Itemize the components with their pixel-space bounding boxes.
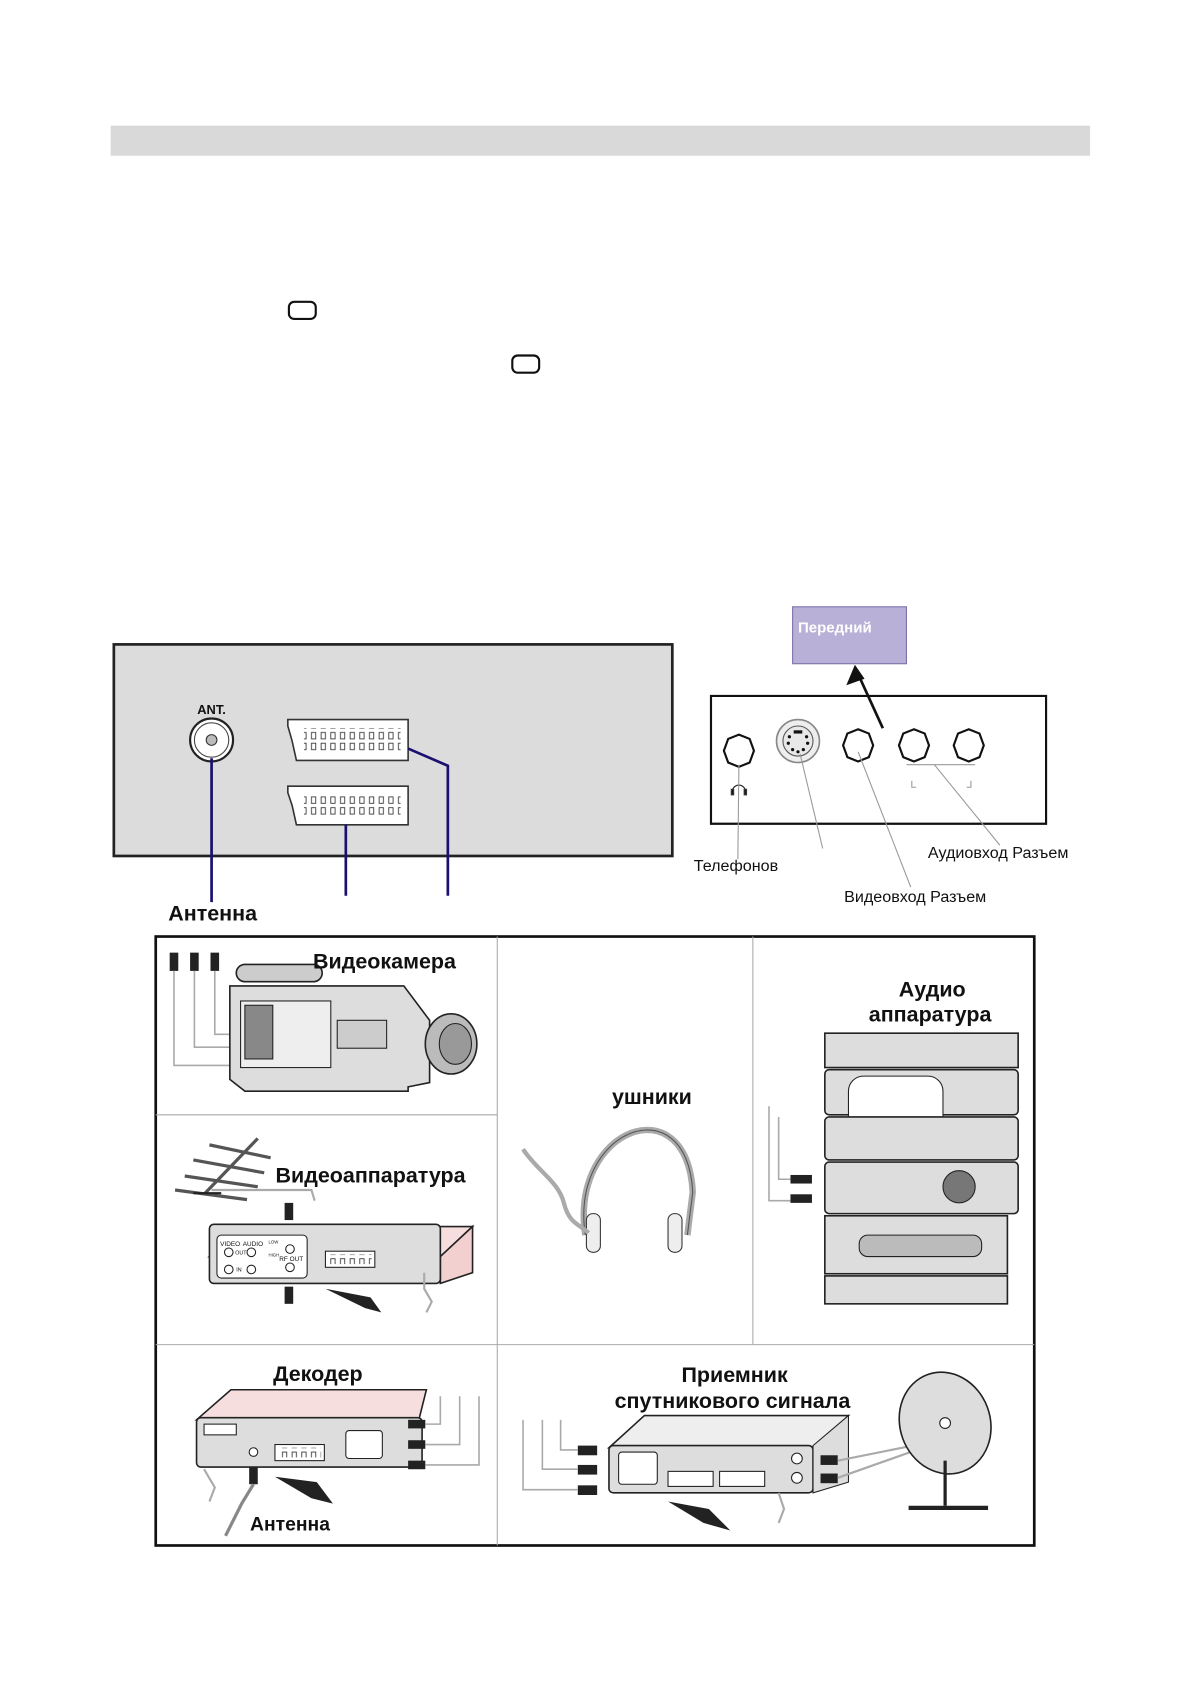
rear-panel-diagram: ANT. Антенна — [112, 643, 674, 925]
decoder-label: Декодер — [273, 1362, 362, 1386]
video-equipment-label: Видеоаппаратура — [276, 1163, 467, 1187]
audio-equipment-label-1: Аудио — [899, 978, 966, 1002]
scart-socket-2-icon — [287, 785, 409, 826]
vcr-video-jack-label: VIDEO — [220, 1241, 240, 1248]
vcr-high-label: HIGH — [269, 1253, 280, 1258]
antenna-label: Антенна — [168, 901, 258, 925]
tv-screen-icon — [511, 354, 541, 374]
front-panel-diagram: Передний Телефонов Аудиовход Разъем — [694, 606, 1068, 906]
audio-jack-right-icon — [952, 728, 985, 763]
devices-grid: Видеокамера VIDEO AUDIO OUT IN LOW HIGH … — [154, 935, 1036, 1547]
audio-system-illustration — [768, 1032, 1019, 1305]
vcr-low-label: LOW — [269, 1240, 280, 1245]
antenna-socket-icon — [189, 717, 235, 763]
front-label-box — [792, 606, 907, 665]
satellite-receiver-label-1: Приемник — [682, 1363, 788, 1387]
phones-jack-icon — [722, 733, 756, 768]
phones-label: Телефонов — [694, 857, 778, 875]
connector-leader-lines — [210, 747, 450, 903]
audio-equipment-label-2: аппаратура — [869, 1002, 993, 1026]
headphones-illustration — [521, 1126, 696, 1253]
audio-in-label: Аудиовход Разъем — [928, 844, 1068, 862]
camcorder-label: Видеокамера — [313, 950, 457, 974]
s-video-jack-icon — [775, 718, 821, 764]
arrow-up-icon — [846, 664, 865, 686]
decoder-illustration — [194, 1388, 480, 1537]
front-label: Передний — [798, 620, 872, 637]
satellite-receiver-illustration — [522, 1371, 992, 1531]
ant-label: ANT. — [197, 702, 226, 717]
decoder-antenna-label: Антенна — [250, 1514, 330, 1535]
video-in-label: Видеовход Разъем — [844, 888, 986, 906]
vcr-in-label: IN — [236, 1268, 241, 1274]
satellite-receiver-label-2: спутникового сигнала — [615, 1389, 852, 1413]
vcr-illustration: VIDEO AUDIO OUT IN LOW HIGH RF OUT — [174, 1137, 475, 1313]
headphones-label: ушники — [612, 1085, 692, 1109]
scart-socket-1-icon — [287, 718, 409, 762]
audio-jack-left-icon — [897, 728, 931, 763]
video-jack-icon — [841, 728, 875, 763]
vcr-audio-jack-label: AUDIO — [243, 1241, 263, 1248]
vcr-rf-out-label: RF OUT — [279, 1256, 303, 1263]
section-header-bar — [110, 125, 1091, 156]
vcr-out-label: OUT — [235, 1250, 247, 1256]
tv-screen-icon — [287, 300, 317, 321]
camcorder-illustration — [169, 952, 478, 1092]
